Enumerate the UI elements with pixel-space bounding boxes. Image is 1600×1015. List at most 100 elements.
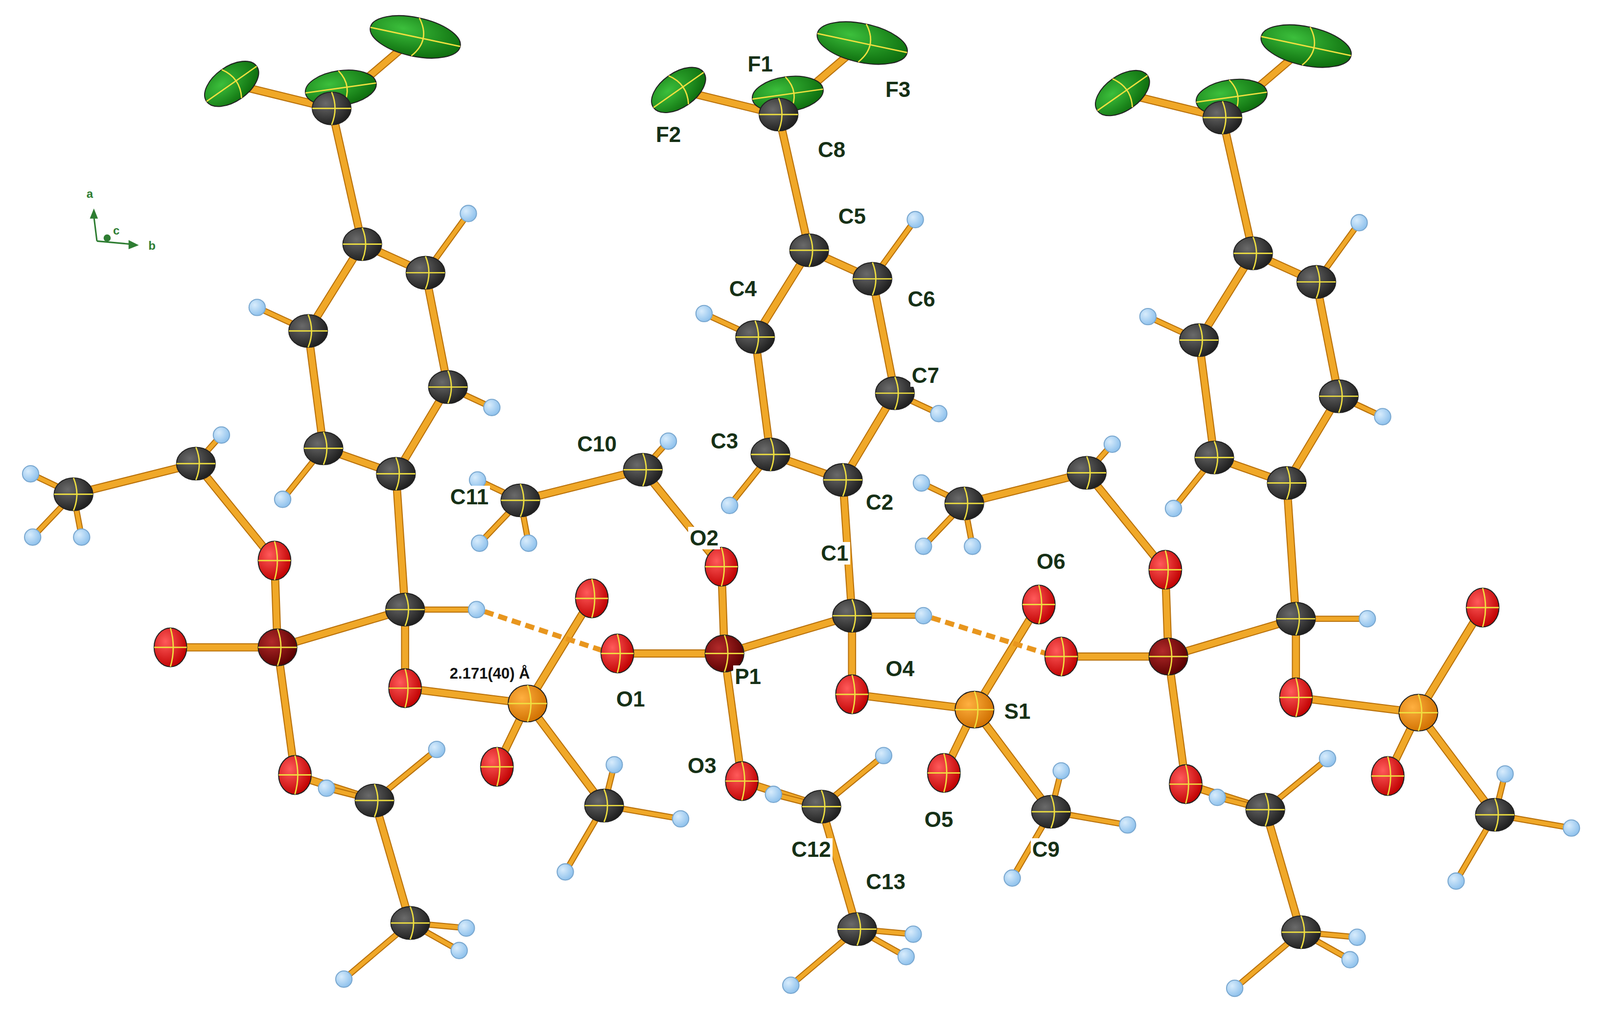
atom (196, 51, 267, 116)
atom (343, 227, 382, 261)
bond (395, 473, 406, 610)
atom-ellipsoid (1203, 101, 1242, 135)
bond (331, 108, 363, 244)
atom-ellipsoid (1022, 584, 1056, 624)
atom (1209, 788, 1226, 806)
atom-ellipsoid (343, 227, 382, 261)
principal-axis (277, 628, 281, 666)
atom-ellipsoid (802, 789, 841, 823)
principal-axis (1286, 466, 1291, 500)
principal-axis (343, 243, 382, 245)
principal-axis (390, 922, 430, 924)
atom-label: C6 (905, 287, 937, 311)
atom (1297, 265, 1336, 299)
atom-ellipsoid (1149, 550, 1183, 589)
bond-outline (821, 806, 858, 929)
principal-axis (1261, 36, 1352, 56)
bond-outline (374, 800, 411, 923)
principal-axis (1246, 808, 1285, 811)
bond-outline (331, 108, 363, 244)
principal-axis (1398, 711, 1438, 714)
distance-label: 2.171(40) Å (448, 665, 532, 682)
principal-axis (1301, 26, 1319, 67)
principal-axis (1233, 252, 1273, 255)
bond (1222, 117, 1254, 254)
principal-axis (789, 249, 829, 252)
atom (1350, 214, 1368, 231)
principal-axis (406, 272, 445, 274)
principal-axis (1276, 617, 1316, 620)
principal-axis (1168, 637, 1172, 675)
atom (835, 674, 869, 714)
atom-ellipsoid (584, 788, 624, 822)
bond (1199, 340, 1215, 458)
atom-ellipsoid (288, 314, 328, 348)
atom-ellipsoid (575, 578, 609, 618)
bond-outline (1086, 472, 1166, 570)
atom-ellipsoid (1031, 794, 1071, 828)
atom (366, 8, 465, 66)
atom (1139, 308, 1157, 325)
principal-axis (1199, 323, 1203, 357)
atom-label: F2 (654, 123, 683, 146)
atom (1003, 869, 1021, 886)
principal-axis (835, 693, 869, 696)
principal-axis (954, 708, 994, 711)
principal-axis (1044, 655, 1078, 658)
atom (605, 756, 623, 773)
atom-ellipsoid (335, 970, 352, 987)
bond-outline (308, 330, 324, 449)
atom (1348, 928, 1366, 946)
atom-ellipsoid (1276, 602, 1316, 635)
atom-ellipsoid (1374, 408, 1391, 425)
principal-axis (410, 906, 414, 940)
atom-label: C12 (789, 837, 833, 861)
principal-axis (480, 765, 514, 768)
bond (642, 469, 722, 567)
atom-ellipsoid (24, 528, 41, 545)
atom (1104, 436, 1121, 453)
atom-ellipsoid (789, 233, 829, 267)
principal-axis (742, 761, 745, 801)
atom-ellipsoid (835, 674, 869, 714)
bond-outline (195, 463, 275, 561)
atom (483, 399, 500, 416)
atom-ellipsoid (1342, 950, 1359, 968)
hydrogen-bond (931, 617, 1046, 654)
atom (1447, 872, 1464, 889)
atom-ellipsoid (927, 753, 961, 792)
atom-label: F3 (883, 78, 912, 101)
atom-ellipsoid (875, 376, 915, 410)
principal-axis (875, 392, 915, 395)
atom (1466, 587, 1500, 627)
atom (388, 668, 422, 708)
atom (450, 942, 467, 959)
atom-ellipsoid (1169, 764, 1203, 804)
atom-ellipsoid (765, 786, 782, 803)
principal-axis (1179, 339, 1219, 341)
atom-ellipsoid (154, 627, 187, 667)
atom-ellipsoid (471, 534, 488, 552)
bond-outline (277, 609, 406, 648)
atom-ellipsoid (1319, 750, 1336, 767)
atom (53, 477, 93, 511)
axis-label: c (111, 224, 121, 237)
bond (821, 806, 858, 929)
atom (1281, 915, 1321, 949)
principal-axis (857, 23, 875, 64)
atom (1267, 466, 1306, 500)
principal-axis (370, 27, 461, 47)
atom-ellipsoid (1359, 610, 1376, 627)
atom (837, 912, 877, 946)
atom (782, 976, 799, 994)
atom-ellipsoid (508, 684, 547, 722)
atom (906, 211, 924, 228)
atom (1044, 636, 1078, 676)
atom-ellipsoid (376, 457, 416, 490)
atom-ellipsoid (1104, 436, 1121, 453)
atom (303, 431, 343, 465)
atom-ellipsoid (1350, 214, 1368, 231)
atom (735, 320, 775, 354)
atom (428, 741, 445, 758)
principal-axis (721, 547, 725, 586)
